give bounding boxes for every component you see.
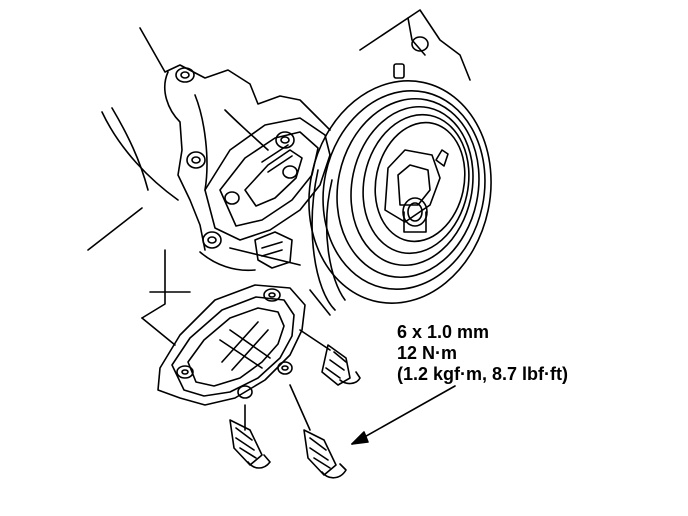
bolt-lower-right [303,429,347,479]
torque-spec-label: 6 x 1.0 mm 12 N·m (1.2 kgf·m, 8.7 lbf·ft… [397,322,568,385]
bolt-size-text: 6 x 1.0 mm [397,322,490,342]
pump-housing [204,117,331,269]
torque-alt-text: (1.2 kgf·m, 8.7 lbf·ft) [397,364,569,384]
torque-callout-arrow [351,385,456,445]
cover-plate [157,284,306,406]
alignment-lines [141,249,331,431]
bolt-upper [321,344,361,386]
bolt-lower-left [229,419,271,469]
block-bosses [175,36,429,249]
crankshaft-pulley [308,80,492,311]
engine-block [87,9,471,316]
torque-nm-text: 12 N·m [397,343,458,363]
